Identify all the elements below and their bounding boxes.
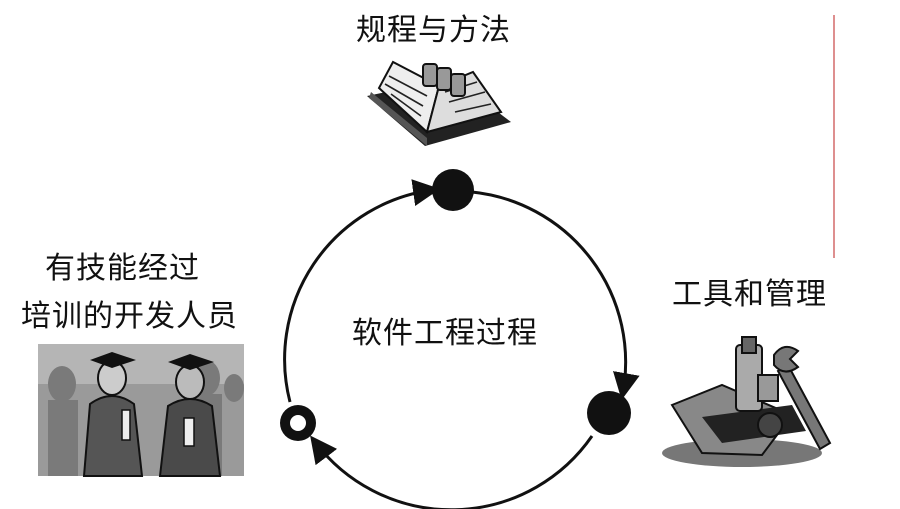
node-methods bbox=[432, 169, 474, 211]
people-label-line1: 有技能经过 bbox=[45, 251, 200, 286]
arc-left-to-top bbox=[283, 179, 441, 403]
microscope-wrench-icon bbox=[662, 336, 832, 467]
arc-top-to-right bbox=[471, 190, 640, 400]
process-cycle bbox=[283, 179, 640, 509]
node-people-inner bbox=[290, 415, 306, 431]
graduates-photo bbox=[38, 344, 244, 477]
people-label-line2: 培训的开发人员 bbox=[21, 299, 238, 334]
methods-label: 规程与方法 bbox=[356, 13, 511, 48]
arc-right-to-left bbox=[310, 435, 594, 509]
open-book-icon bbox=[367, 60, 511, 146]
node-tools bbox=[587, 391, 631, 435]
center-label: 软件工程过程 bbox=[352, 316, 538, 351]
tools-management-label: 工具和管理 bbox=[672, 277, 827, 312]
